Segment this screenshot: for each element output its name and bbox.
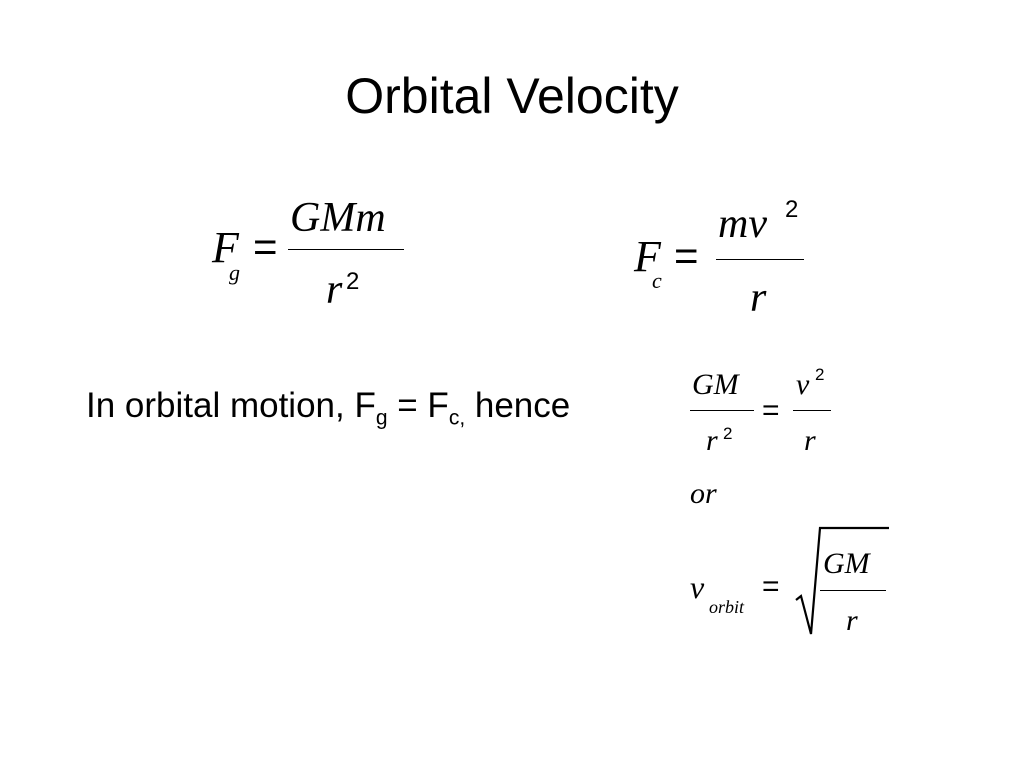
fg-numerator: GMm — [290, 195, 386, 241]
balance-left-bar — [690, 410, 754, 411]
orbit-fraction-bar — [820, 590, 886, 591]
orbit-equals: = — [762, 570, 780, 603]
fc-equals: = — [674, 232, 699, 279]
fc-subscript: c — [652, 268, 662, 293]
fc-symbol: F — [634, 232, 661, 281]
fg-fraction-bar — [288, 249, 404, 250]
statement-middle: = F — [387, 386, 449, 425]
fg-den-exponent: 2 — [346, 268, 360, 295]
square-root-sign — [795, 526, 889, 635]
balance-right-denominator: r — [804, 424, 816, 457]
fc-numerator: mv — [718, 201, 767, 247]
fg-denominator: r — [326, 267, 343, 313]
orbit-numerator: GM — [823, 547, 870, 580]
statement-sub-g: g — [375, 406, 388, 430]
fg-symbol: F — [212, 223, 239, 272]
statement-sub-c: c, — [448, 406, 466, 430]
fg-subscript: g — [229, 260, 240, 285]
balance-left-denominator: r — [706, 424, 718, 457]
fg-equals: = — [253, 223, 278, 270]
balance-left-den-exponent: 2 — [723, 424, 733, 443]
balance-equals: = — [762, 394, 780, 427]
slide-title: Orbital Velocity — [345, 68, 679, 124]
statement-suffix: hence — [465, 386, 571, 425]
v-orbit-symbol: v — [690, 569, 705, 605]
balance-right-bar — [793, 410, 831, 411]
statement-prefix: In orbital motion, F — [86, 386, 376, 425]
fc-fraction-bar — [716, 259, 804, 260]
balance-left-numerator: GM — [692, 368, 739, 401]
or-connector: or — [690, 477, 717, 510]
balance-right-numerator: v — [796, 368, 810, 401]
orbital-motion-statement: In orbital motion, Fg = Fc, hence — [86, 386, 571, 430]
fc-num-exponent: 2 — [785, 196, 799, 223]
fc-denominator: r — [750, 275, 767, 321]
balance-right-num-exponent: 2 — [815, 365, 825, 384]
v-orbit-subscript: orbit — [709, 597, 745, 617]
orbit-denominator: r — [846, 604, 858, 637]
